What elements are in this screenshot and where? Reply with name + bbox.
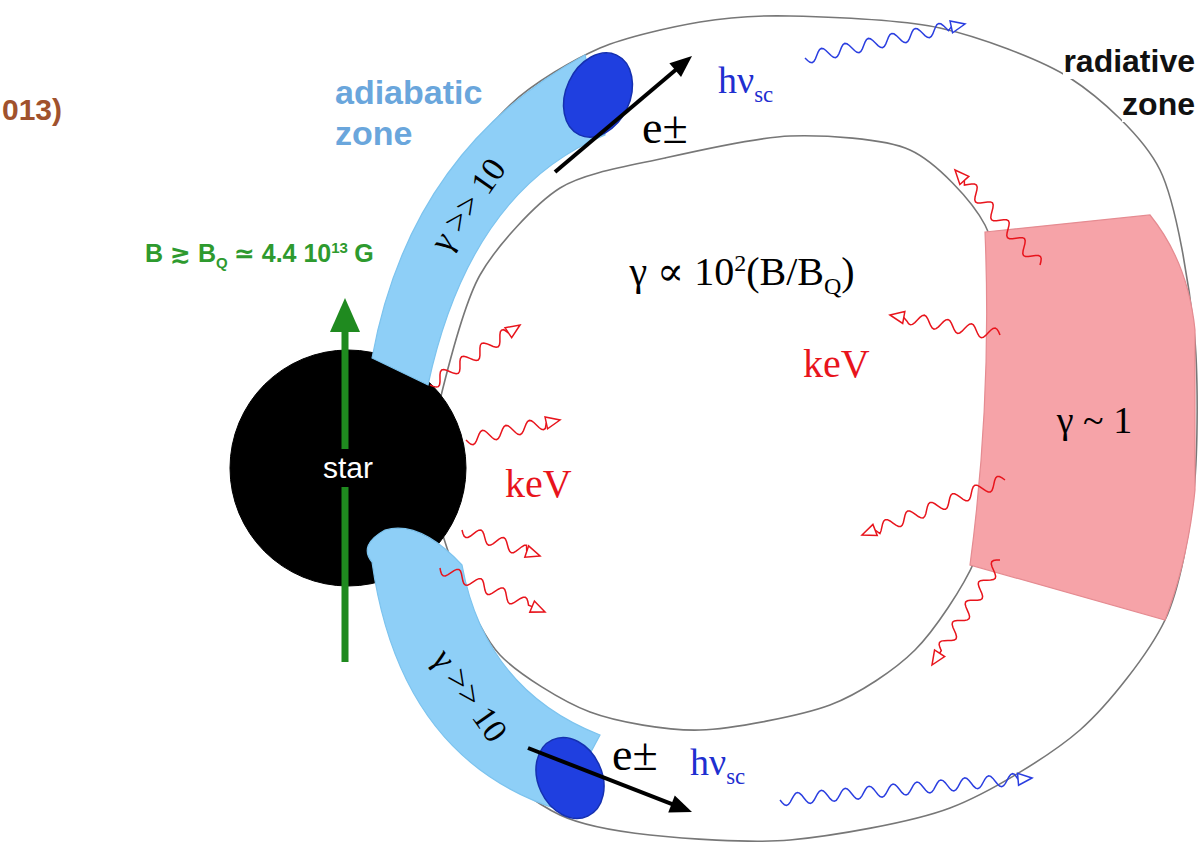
scattered-photon <box>805 23 951 62</box>
thermal-photon-head <box>862 524 877 535</box>
lorentz-factor-formula: Q <box>824 273 841 299</box>
scattered-photon <box>780 774 1018 806</box>
photon-energy: keV <box>505 461 572 506</box>
field-threshold-group: B ≳ BQ ≃ 4.4 1013 G <box>145 240 374 272</box>
photon-energy: keV <box>803 341 870 386</box>
zone-label-group: radiative zone <box>1035 40 1195 126</box>
region-shape <box>970 215 1195 620</box>
pair-label: e± <box>642 102 688 153</box>
thermal-photon-head <box>955 170 969 184</box>
field-threshold: B ≳ B <box>145 239 216 267</box>
scattered-photon-head <box>1018 773 1032 785</box>
pair-label-group: e± <box>612 730 658 781</box>
photon-energy-group: keV <box>505 462 572 506</box>
lorentz-factor-formula-group: γ ∝ 102(B/BQ) <box>629 250 854 300</box>
zone-label: radiative zone <box>1063 43 1195 122</box>
thermal-photon <box>939 560 1000 653</box>
tube-shape <box>365 515 610 820</box>
motion-arrow-head <box>669 56 692 77</box>
lorentz-factor-formula: γ ∝ 10 <box>629 249 734 294</box>
scattered-photon-label-group: hνsc <box>690 742 745 789</box>
field-threshold: Q <box>216 254 228 271</box>
thermal-photon-head <box>932 650 945 665</box>
node-text: γ ~ 1 <box>1057 398 1132 442</box>
field-threshold: G <box>354 239 373 267</box>
field-threshold: ≃ 4.4 10 <box>234 239 331 267</box>
thermal-photon <box>904 315 1000 338</box>
adiabatic-tube: γ >> 10 <box>365 515 610 820</box>
lorentz-factor-formula: (B/B <box>746 249 824 294</box>
photon-energy-group: keV <box>803 342 870 386</box>
pair-label: e± <box>612 729 658 780</box>
pair-label-group: e± <box>642 103 688 154</box>
thermal-photon-head <box>545 417 560 429</box>
lorentz-factor-formula: 2 <box>734 250 746 276</box>
tube-shape <box>367 528 600 810</box>
ring-inner-boundary <box>430 136 1004 730</box>
scattered-photon-label-group: hνsc <box>718 60 773 107</box>
scattered-photon-label: sc <box>754 82 773 107</box>
radiative-region: γ ~ 1 <box>965 210 1200 625</box>
scattered-photon-label: hν <box>718 59 754 101</box>
thermal-photon-head <box>525 546 540 557</box>
magnetic-field-arrow-head <box>330 298 360 332</box>
node-text: star <box>319 449 377 487</box>
scattered-photon-label: sc <box>726 764 745 789</box>
thermal-photon-head <box>505 325 520 338</box>
thermal-photon-head <box>530 601 545 612</box>
zone-label-group: adiabatic zone <box>335 72 510 154</box>
thermal-photon <box>462 530 527 553</box>
field-threshold: 13 <box>331 239 348 256</box>
thermal-photon-head <box>890 312 905 324</box>
scattered-photon-head <box>950 21 965 33</box>
citation-fragment-group: 013) <box>2 93 62 126</box>
lorentz-factor-formula: ) <box>841 249 854 294</box>
scattered-photon-label: hν <box>690 741 726 783</box>
thermal-photon <box>430 330 508 387</box>
citation-fragment: 013) <box>2 93 62 126</box>
zone-label: adiabatic zone <box>335 73 482 152</box>
motion-arrow-head <box>668 796 692 813</box>
ring-outer-boundary <box>330 16 1197 841</box>
thermal-photon <box>466 420 546 444</box>
